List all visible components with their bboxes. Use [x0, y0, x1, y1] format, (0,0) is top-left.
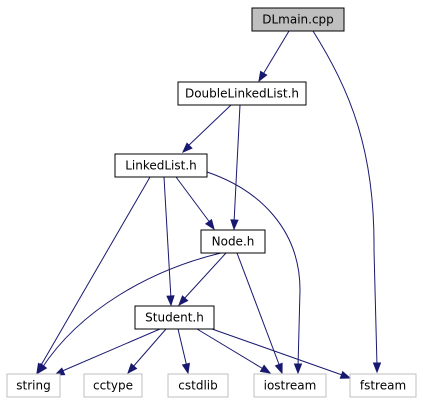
edge-student-to-cctype — [127, 328, 167, 375]
edge-dlmain-to-doublelinkedlist — [258, 30, 290, 83]
node-linkedlist[interactable]: LinkedList.h — [114, 153, 208, 178]
edge-student-to-string — [53, 328, 161, 376]
nodes-layer: DLmain.cppDoubleLinkedList.hLinkedList.h… — [6, 7, 417, 398]
node-cctype: cctype — [83, 373, 143, 398]
edge-node-to-iostream — [236, 252, 283, 375]
edge-arrowhead — [258, 70, 268, 83]
node-fstream: fstream — [349, 373, 417, 398]
node-box — [6, 373, 61, 398]
node-label: cctype — [93, 379, 133, 393]
edge-arrowhead — [293, 363, 303, 375]
edge-arrowhead — [127, 363, 138, 375]
edge-line — [196, 328, 266, 371]
edge-student-to-cstdlib — [177, 328, 191, 375]
edge-arrowhead — [204, 218, 215, 231]
edge-linkedlist-to-iostream — [206, 171, 303, 375]
edge-arrowhead — [230, 219, 239, 231]
node-label: string — [16, 379, 50, 393]
edge-arrowhead — [259, 364, 272, 374]
edge-node-to-string — [37, 252, 222, 375]
node-box — [200, 229, 266, 254]
edge-node-to-student — [178, 252, 227, 307]
node-doublelinkedlist[interactable]: DoubleLinkedList.h — [177, 81, 307, 106]
edge-line — [41, 252, 222, 369]
node-box — [134, 305, 215, 330]
edge-arrowhead — [274, 362, 283, 375]
edge-doublelinkedlist-to-linkedlist — [182, 104, 232, 153]
node-student[interactable]: Student.h — [134, 305, 215, 330]
edges-layer — [36, 30, 382, 379]
edge-linkedlist-to-node — [175, 176, 215, 231]
edge-student-to-fstream — [211, 328, 352, 379]
edge-arrowhead — [181, 362, 191, 375]
edge-line — [206, 171, 301, 368]
node-box — [349, 373, 417, 398]
edge-line — [261, 30, 290, 77]
edge-line — [312, 30, 378, 367]
edge-linkedlist-to-string — [36, 176, 151, 375]
node-node[interactable]: Node.h — [200, 229, 266, 254]
edge-arrowhead — [182, 142, 193, 153]
edge-line — [39, 176, 151, 368]
edge-arrowhead — [166, 295, 175, 307]
edge-doublelinkedlist-to-node — [230, 104, 241, 231]
node-label: LinkedList.h — [125, 159, 197, 173]
edge-student-to-iostream — [196, 328, 272, 374]
node-box — [177, 81, 307, 106]
edge-line — [163, 176, 172, 300]
edge-line — [59, 328, 161, 373]
edge-line — [186, 104, 232, 148]
edge-arrowhead — [339, 370, 352, 379]
node-box — [83, 373, 143, 398]
node-label: Node.h — [212, 235, 255, 249]
node-dlmain[interactable]: DLmain.cpp — [251, 7, 345, 32]
node-label: DLmain.cpp — [262, 13, 334, 27]
node-label: fstream — [360, 379, 406, 393]
node-cstdlib: cstdlib — [167, 373, 229, 398]
edge-line — [182, 252, 227, 301]
edge-line — [175, 176, 212, 225]
node-label: Student.h — [145, 311, 204, 325]
node-box — [251, 7, 345, 32]
node-label: DoubleLinkedList.h — [185, 87, 299, 101]
edge-line — [131, 328, 167, 369]
node-box — [167, 373, 229, 398]
edge-line — [211, 328, 346, 377]
edge-line — [233, 104, 241, 224]
edge-line — [177, 328, 188, 368]
node-label: iostream — [264, 379, 317, 393]
node-string: string — [6, 373, 61, 398]
node-label: cstdlib — [178, 379, 217, 393]
edge-arrowhead — [372, 362, 382, 374]
node-iostream: iostream — [253, 373, 327, 398]
node-box — [253, 373, 327, 398]
edge-dlmain-to-fstream — [312, 30, 382, 374]
node-box — [114, 153, 208, 178]
edge-arrowhead — [178, 295, 189, 307]
edge-linkedlist-to-student — [163, 176, 175, 307]
edge-line — [236, 252, 281, 368]
edge-arrowhead — [37, 362, 48, 375]
